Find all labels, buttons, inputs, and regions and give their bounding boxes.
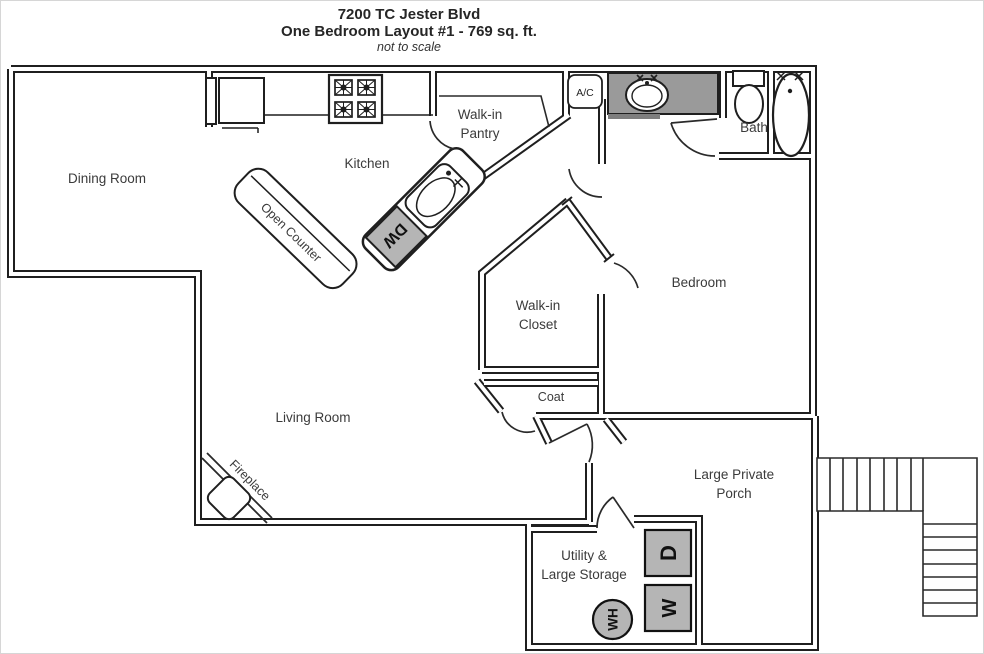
title-scale-note: not to scale bbox=[377, 40, 441, 54]
closet-door-arc bbox=[613, 262, 639, 289]
bath-door-leaf bbox=[670, 118, 718, 124]
open-counter: Open Counter bbox=[233, 167, 358, 290]
dryer-label: D bbox=[656, 545, 681, 561]
porch-label-line2: Porch bbox=[716, 486, 751, 501]
ac-label: A/C bbox=[576, 87, 594, 99]
stairs-icon bbox=[816, 457, 978, 617]
utility-door-arc bbox=[596, 496, 614, 529]
title-block: 7200 TC Jester Blvd One Bedroom Layout #… bbox=[1, 7, 817, 55]
pocket-wall-end-caps bbox=[561, 196, 615, 263]
dishwasher-icon bbox=[364, 204, 429, 269]
doors bbox=[429, 118, 718, 529]
wall-outline-white bbox=[9, 67, 817, 649]
hall-door-arc bbox=[568, 168, 603, 198]
open-counter-shape bbox=[233, 167, 358, 290]
title-address: 7200 TC Jester Blvd bbox=[337, 6, 481, 23]
kitchen-label: Kitchen bbox=[344, 156, 389, 171]
utility-door-leaf bbox=[612, 496, 635, 529]
porch-label-line1: Large Private bbox=[694, 467, 774, 482]
pantry-outline bbox=[439, 95, 550, 128]
utility-appliances: D W WH bbox=[591, 528, 693, 641]
open-counter-edge-line bbox=[250, 175, 351, 272]
entry-door-arc bbox=[586, 423, 594, 463]
bath-faucet-icon bbox=[636, 74, 658, 85]
bath-fixtures: A/C bbox=[567, 70, 811, 158]
walls bbox=[7, 65, 819, 651]
bath-label: Bath bbox=[740, 120, 768, 135]
water-heater-label: WH bbox=[606, 608, 621, 631]
closet-label-line2: Closet bbox=[519, 317, 558, 332]
sink-counter: DW bbox=[361, 147, 486, 272]
kitchen-sink-basin bbox=[415, 177, 456, 218]
pantry-door-arc bbox=[429, 120, 455, 150]
tub-faucet-icon bbox=[776, 71, 804, 94]
stove-burners bbox=[334, 79, 376, 118]
fridge-icon bbox=[218, 77, 265, 124]
entry-door-leaf bbox=[548, 423, 588, 444]
washer-icon bbox=[643, 583, 693, 633]
bathtub-icon bbox=[771, 72, 811, 158]
pantry-label-line1: Walk-in bbox=[458, 107, 503, 122]
kitchen-fixtures bbox=[205, 73, 433, 133]
kitchen-faucet-icon bbox=[446, 170, 464, 188]
title-layout: One Bedroom Layout #1 - 769 sq. ft. bbox=[281, 23, 537, 40]
room-labels: Dining Room Kitchen Walk-in Pantry Bath … bbox=[68, 107, 774, 582]
dining-room-label: Dining Room bbox=[68, 171, 146, 186]
ac-closet bbox=[567, 74, 603, 109]
washer-label: W bbox=[659, 598, 681, 617]
living-room-label: Living Room bbox=[275, 410, 350, 425]
toilet-bowl-icon bbox=[734, 84, 764, 124]
fridge-detail bbox=[219, 122, 264, 133]
pantry-label-line2: Pantry bbox=[460, 126, 499, 141]
closet-label-line1: Walk-in bbox=[516, 298, 561, 313]
vanity-shadow bbox=[608, 114, 660, 119]
fireplace: Fireplace bbox=[201, 452, 273, 524]
coat-label: Coat bbox=[538, 390, 565, 404]
bedroom-label: Bedroom bbox=[672, 275, 727, 290]
water-heater-icon bbox=[591, 598, 634, 641]
wall-outline-black bbox=[7, 65, 819, 651]
utility-label-line2: Large Storage bbox=[541, 567, 627, 582]
fireplace-box-icon bbox=[206, 475, 252, 521]
cabinet-panel-icon bbox=[205, 77, 217, 125]
bath-sink-basin bbox=[631, 84, 663, 108]
bath-door-arc bbox=[670, 122, 716, 157]
utility-label-line1: Utility & bbox=[561, 548, 607, 563]
toilet-tank bbox=[732, 70, 765, 87]
coat-door-arc bbox=[501, 411, 536, 434]
dryer-icon bbox=[643, 528, 693, 578]
